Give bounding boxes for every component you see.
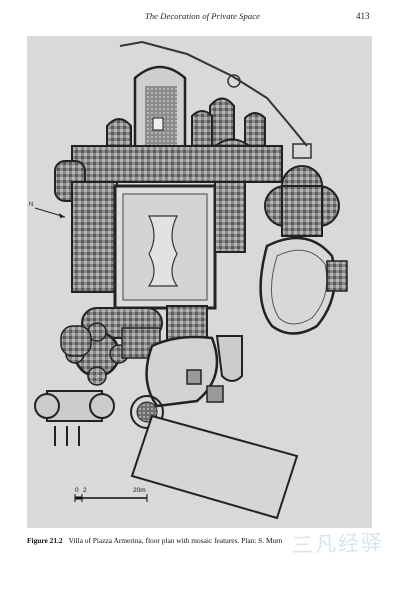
- peristyle: [113, 184, 217, 310]
- scale-label-2: 2: [83, 487, 87, 494]
- north-rooms: [71, 145, 283, 183]
- floor-plan-drawing: [34, 40, 348, 520]
- floor-plan-figure: N 0 2 20m: [27, 36, 372, 528]
- running-head: The Decoration of Private Space: [145, 11, 260, 21]
- tower: [292, 143, 312, 159]
- watermark-logo: 三凡经驿: [291, 530, 385, 558]
- north-label: N: [29, 202, 34, 208]
- entrance-court: [130, 335, 224, 429]
- cistern: [227, 74, 241, 88]
- scale-label-0: 0: [75, 487, 79, 494]
- basilica: [133, 65, 187, 163]
- west-rooms: [71, 181, 118, 293]
- east-rooms: [214, 181, 246, 253]
- figure-number: Figure 21.2: [27, 536, 63, 545]
- apsed-hall: [215, 335, 243, 382]
- north-arrow: [34, 207, 66, 218]
- caption-text: Villa of Piazza Armerina, floor plan wit…: [68, 536, 283, 545]
- east-annex: [326, 260, 348, 292]
- south-enclosure: [130, 414, 299, 520]
- triclinium: [264, 165, 340, 237]
- xystus: [259, 236, 337, 335]
- page-number: 413: [356, 11, 370, 21]
- scale-label-20m: 20m: [133, 487, 146, 494]
- scale-bar: [74, 494, 148, 502]
- fountain-basin: [147, 215, 179, 287]
- baths: [34, 307, 163, 446]
- figure-caption: Figure 21.2 Villa of Piazza Armerina, flo…: [27, 536, 282, 545]
